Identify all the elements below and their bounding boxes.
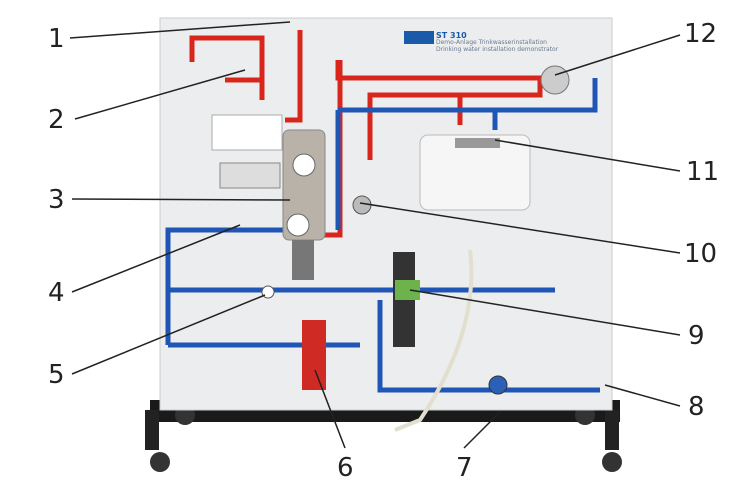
callout-5: 5 xyxy=(48,360,65,390)
mixer-tap xyxy=(455,138,500,148)
callout-1: 1 xyxy=(48,24,65,54)
control-box xyxy=(219,162,281,189)
water-meter xyxy=(488,375,508,395)
callout-8: 8 xyxy=(688,392,705,422)
callout-10: 10 xyxy=(684,239,718,269)
callout-2: 2 xyxy=(48,105,65,135)
model-label: ST 310 xyxy=(436,31,467,40)
pressure-gauge xyxy=(286,213,310,237)
expansion-vessel xyxy=(292,240,314,280)
callout-12: 12 xyxy=(684,19,718,49)
subtitle-en: Drinking water installation demonstrator xyxy=(436,46,559,53)
instruction-sheet xyxy=(211,114,283,151)
thermometer-gauge xyxy=(292,153,316,177)
leader-lines xyxy=(69,21,681,449)
backflow-preventer xyxy=(302,320,326,390)
panel-label: ST 310 Demo-Anlage Trinkwasserinstallati… xyxy=(436,31,559,54)
subtitle-de: Demo-Anlage Trinkwasserinstallation xyxy=(436,39,547,46)
callout-11: 11 xyxy=(686,157,720,187)
pressure-reducer xyxy=(395,280,420,300)
drain-hose xyxy=(394,249,474,432)
callout-3: 3 xyxy=(48,185,65,215)
sink xyxy=(419,134,531,211)
gunt-logo xyxy=(404,31,434,44)
callout-9: 9 xyxy=(688,321,705,351)
callout-7: 7 xyxy=(456,453,473,483)
thermostatic-valve xyxy=(540,65,570,95)
callout-6: 6 xyxy=(337,453,354,483)
callout-4: 4 xyxy=(48,278,65,308)
cold-water-pipes xyxy=(165,78,600,393)
